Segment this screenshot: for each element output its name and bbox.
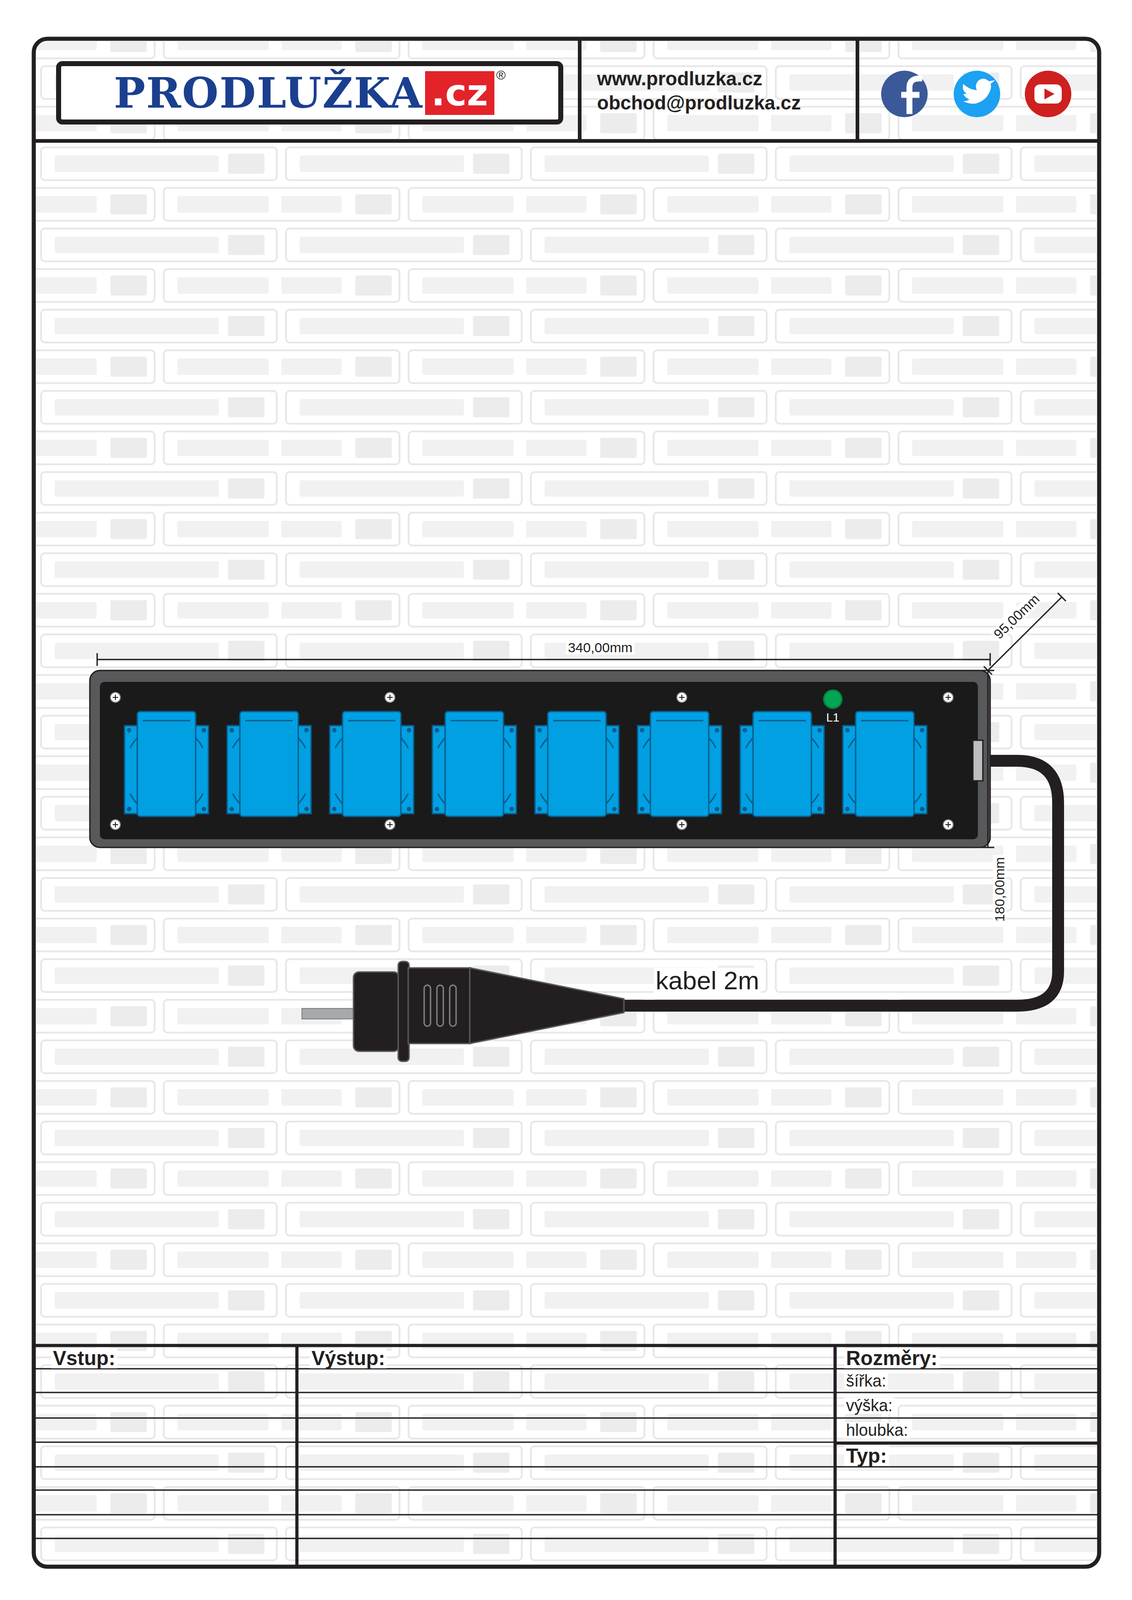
registered-mark: ® — [496, 68, 506, 82]
logo-domain: .cz — [425, 71, 495, 115]
socket — [227, 711, 312, 817]
dimension-height: 180,00mm — [992, 855, 1007, 924]
led-indicator — [823, 690, 842, 709]
screw — [943, 819, 954, 830]
cable-length-note: kabel 2m — [653, 967, 761, 994]
screw — [110, 819, 121, 830]
logo-wordmark: PRODLUŽKA — [113, 72, 423, 115]
socket — [329, 711, 414, 817]
output-cell: Výstup: — [296, 1345, 836, 1567]
screw — [110, 692, 121, 703]
dimension-lines — [97, 592, 1066, 848]
screw-row — [110, 692, 954, 830]
screw — [384, 692, 395, 703]
led-label: L1 — [826, 711, 840, 724]
socket — [124, 711, 209, 817]
screw — [676, 692, 687, 703]
screw — [943, 692, 954, 703]
table-heading: Rozměry: — [844, 1348, 940, 1369]
type-cell: Typ: — [835, 1443, 1100, 1567]
plug — [301, 961, 624, 1062]
table-heading: Typ: — [844, 1445, 889, 1466]
socket — [534, 711, 619, 817]
dimensions-cell: Rozměry: šířka: výška: hloubka: — [835, 1345, 1100, 1444]
field-name: hloubka: — [844, 1422, 910, 1439]
field-name: výška: — [844, 1397, 895, 1414]
social-icons — [881, 70, 1072, 118]
socket — [842, 711, 927, 817]
field-name: šířka: — [844, 1372, 888, 1390]
email-address: obchod@prodluzka.cz — [597, 93, 801, 113]
screw — [384, 819, 395, 830]
socket — [637, 711, 722, 817]
socket — [432, 711, 517, 817]
input-cell: Vstup: — [33, 1345, 297, 1567]
logo-box: PRODLUŽKA.cz® — [56, 61, 564, 125]
watermark — [36, 41, 1097, 1564]
contact-cell: www.prodluzka.cz obchod@prodluzka.cz — [579, 38, 858, 141]
screw — [676, 819, 687, 830]
web-address: www.prodluzka.cz — [597, 69, 763, 89]
sheet-frame — [33, 38, 1100, 1567]
table-heading: Výstup: — [309, 1348, 387, 1369]
power-strip — [89, 670, 991, 848]
socket — [740, 711, 825, 817]
dimension-width: 340,00mm — [566, 640, 635, 655]
table-heading: Vstup: — [51, 1348, 118, 1369]
socket-row — [124, 711, 927, 817]
